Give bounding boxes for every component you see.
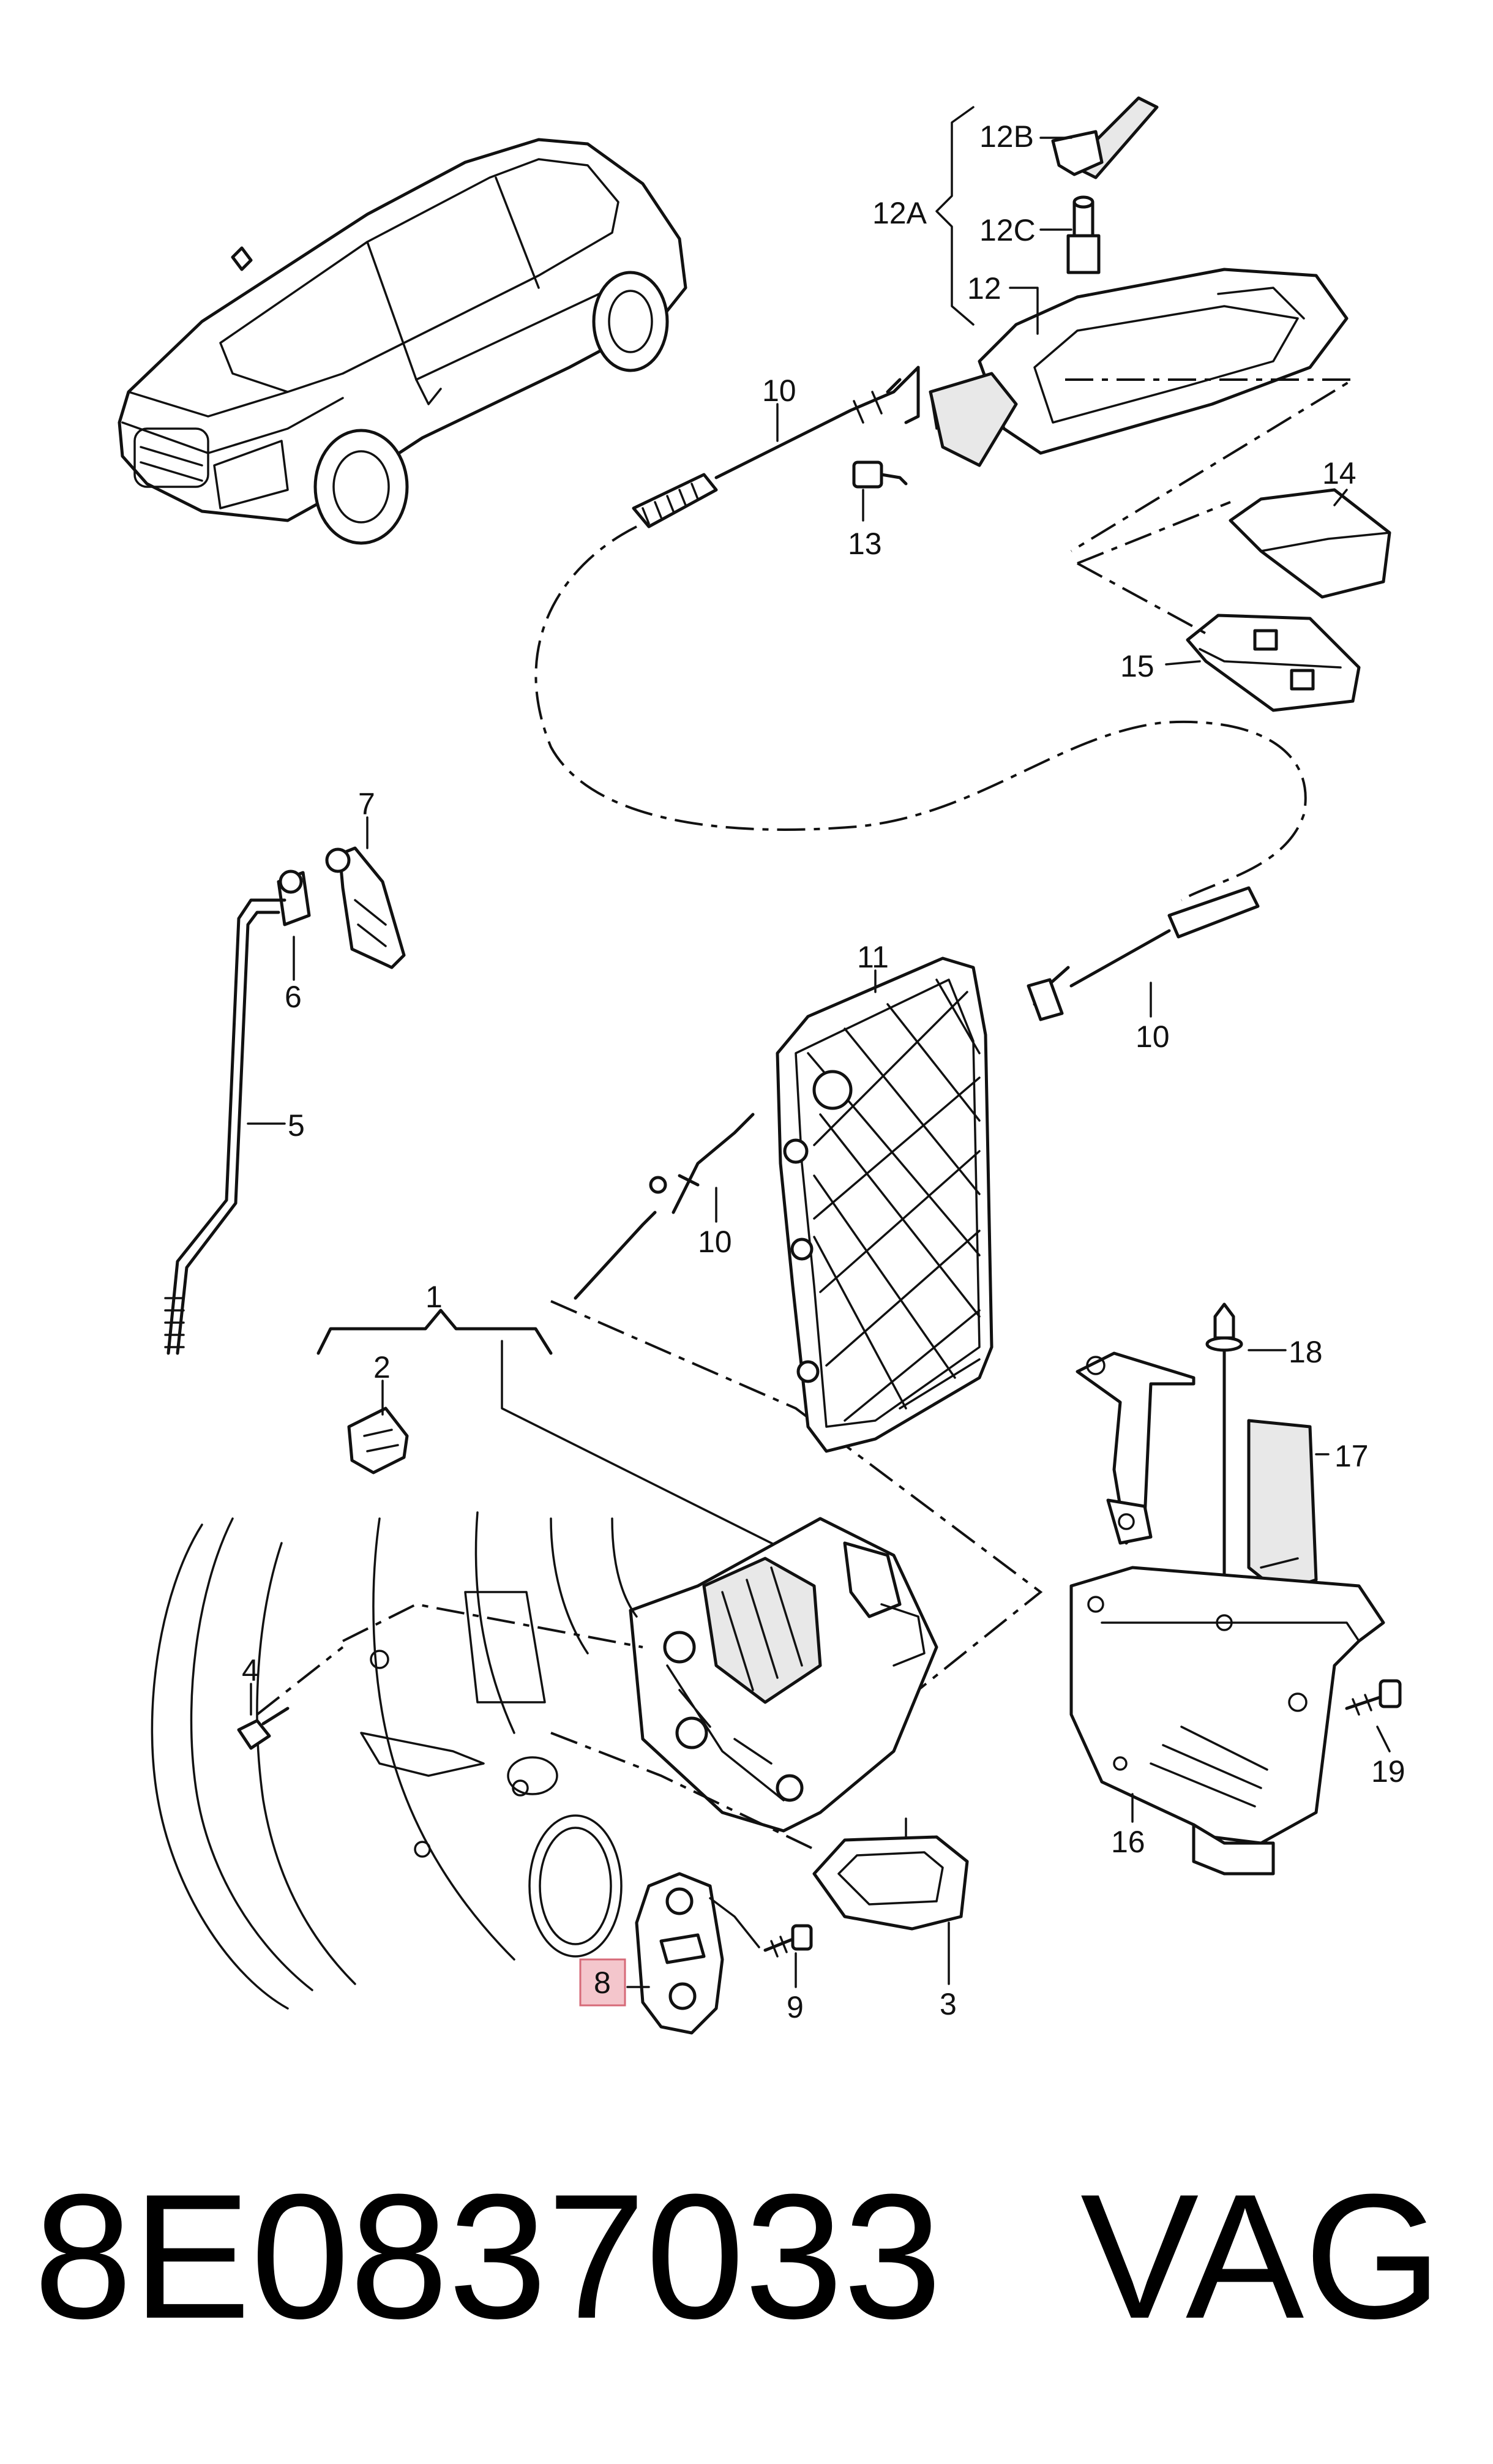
callout-7: 7 [358,787,375,821]
callout-17: 17 [1334,1439,1369,1473]
part-16-cover-plate [1069,1566,1385,1876]
callout-16: 16 [1111,1825,1145,1859]
callout-2: 2 [373,1350,391,1384]
part-10-release-cable [574,366,1260,1300]
part-6-clip [277,870,311,926]
part-13-screw [852,460,908,489]
callout-13: 13 [848,527,882,561]
part-19-bolt [1345,1679,1402,1716]
part-12-door-handle [929,268,1349,467]
part-4-screw [237,1707,290,1750]
part-12b-lever [1051,96,1159,179]
door-frame-outline [151,1511,815,2010]
callout-9: 9 [787,1990,804,2024]
callout-12: 12 [967,271,1001,306]
callout-15: 15 [1120,649,1154,683]
callout-10-top: 10 [762,374,796,408]
callout-6: 6 [285,980,302,1014]
part-7-bracket [325,846,406,969]
car-illustration [118,138,687,545]
part-11-inner-panel [776,956,993,1453]
callout-8: 8 [594,1966,611,2000]
part-8-striker-plate [635,1872,760,2035]
brand-name: VAG [1080,2157,1442,2356]
bracket-1 [316,1309,553,1355]
callout-1: 1 [425,1280,443,1314]
callout-4: 4 [242,1653,259,1688]
cable-route-line [534,525,1307,901]
rear-wheel [592,271,669,372]
callout-10-low: 10 [698,1225,732,1259]
highlight-box-8 [579,1958,626,2007]
callout-12c: 12C [979,213,1036,247]
callout-5: 5 [288,1108,305,1143]
callout-19: 19 [1371,1754,1405,1789]
part-9-bolt [763,1924,813,1958]
callout-14: 14 [1322,456,1356,490]
callout-11: 11 [857,940,889,974]
part-number: 8E0837033 [34,2157,942,2356]
part-3-handle-bezel [812,1817,969,1931]
callout-10-mid: 10 [1136,1020,1170,1054]
part-15-lock-switch [1186,614,1361,712]
front-wheel [313,429,409,545]
part-14-trim-cover [1229,488,1391,599]
callout-18: 18 [1289,1335,1323,1369]
part-17-bracket [1076,1351,1318,1594]
part-2-cover [347,1407,409,1474]
part-5-locking-rod [164,898,286,1355]
part-1-door-lock-mechanism [629,1517,938,1833]
part-12c-switch [1066,195,1101,274]
callout-leaders [247,106,1391,1988]
callout-3: 3 [940,1987,957,2021]
callout-12b: 12B [979,119,1034,154]
callout-12a: 12A [872,196,927,230]
